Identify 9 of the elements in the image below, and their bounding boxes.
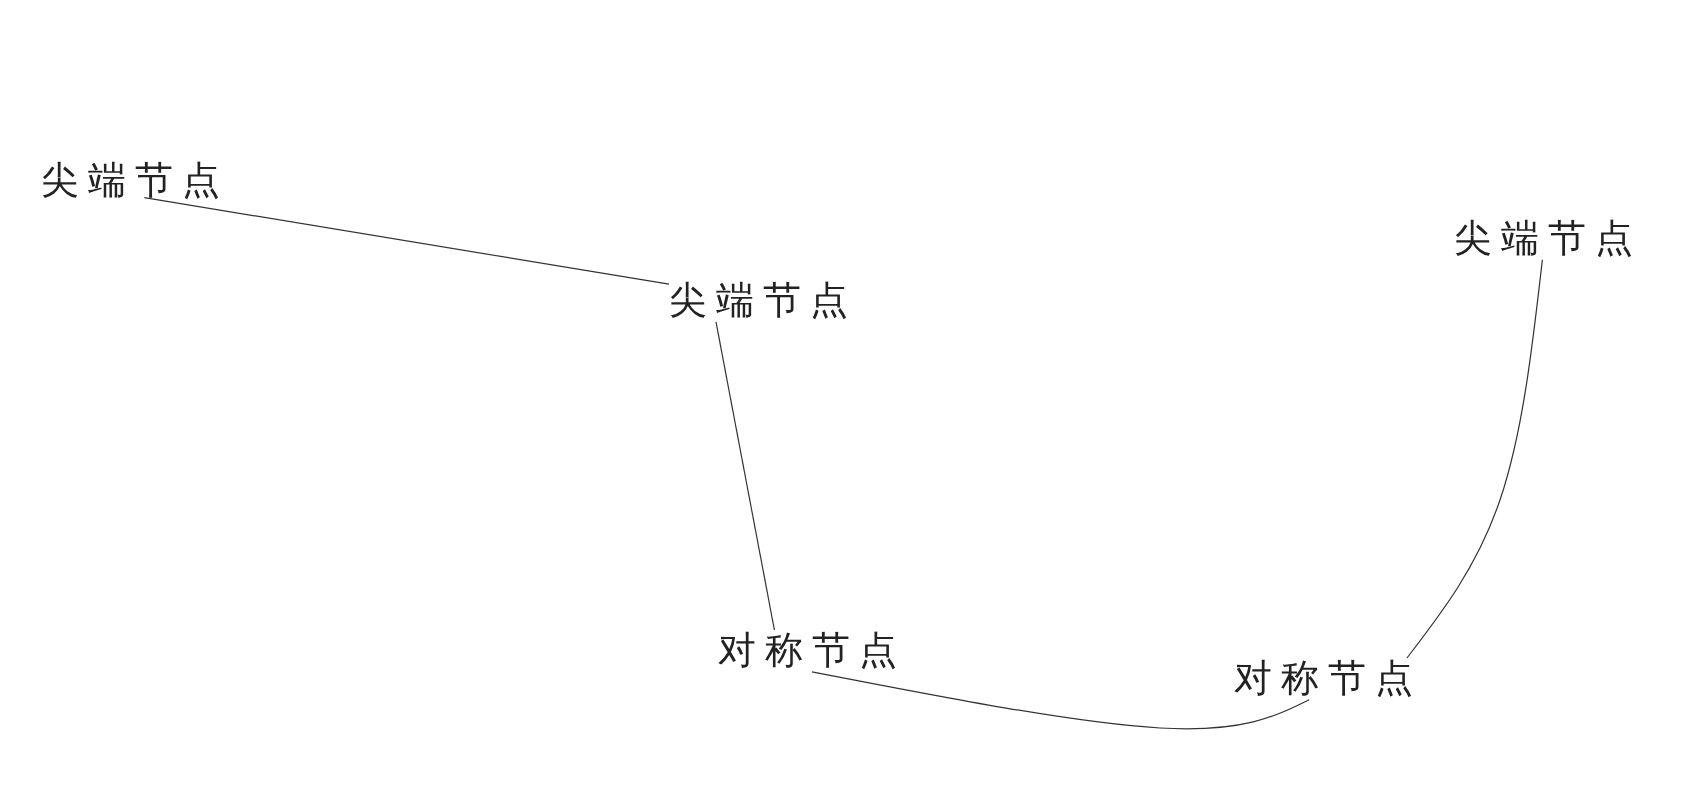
connector-line [811, 671, 1310, 730]
connector-line [715, 321, 775, 631]
connector-line [1406, 259, 1543, 659]
node-label: 尖端节点 [41, 160, 229, 202]
connector-line [143, 197, 670, 285]
node-label: 对称节点 [1234, 658, 1422, 700]
node-label: 对称节点 [718, 630, 906, 672]
node-label: 尖端节点 [669, 280, 857, 322]
node-label: 尖端节点 [1454, 218, 1642, 260]
